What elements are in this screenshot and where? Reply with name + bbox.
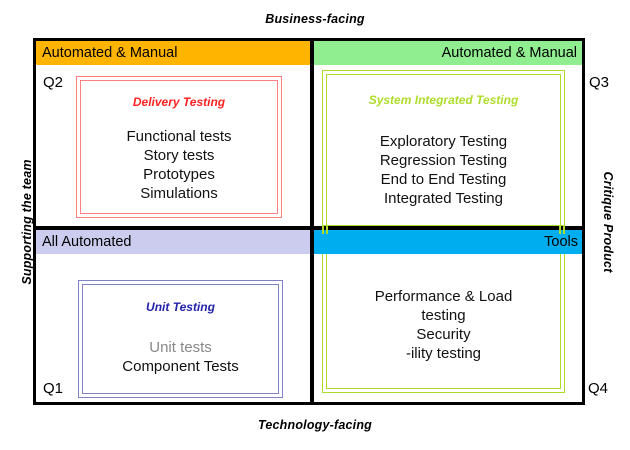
box-body-q3: Exploratory Testing Regression Testing E…	[322, 132, 565, 208]
box-title-q3: System Integrated Testing	[368, 93, 519, 107]
green-rail-right-outer	[563, 225, 565, 234]
list-item: Integrated Testing	[384, 190, 503, 207]
quadrant-tag-q3: Q3	[589, 74, 610, 91]
box-body-q1: Unit tests Component Tests	[78, 338, 283, 376]
list-item: Component Tests	[122, 358, 239, 375]
inner-box-q2: Delivery Testing Functional tests Story …	[76, 76, 282, 218]
list-item: Performance & Load	[374, 288, 513, 305]
quadrant-cell-q3	[314, 41, 582, 226]
list-item: Functional tests	[126, 128, 232, 145]
inner-box-q4: Performance & Load testing Security -ili…	[322, 225, 565, 393]
box-body-q4: Performance & Load testing Security -ili…	[322, 287, 565, 363]
green-rail-right-inner	[559, 225, 561, 234]
list-item: -ility testing	[405, 345, 482, 362]
box-body-q2: Functional tests Story tests Prototypes …	[76, 127, 282, 203]
list-item: Unit tests	[149, 339, 212, 356]
horizontal-divider	[36, 226, 582, 230]
list-item: testing	[421, 307, 466, 324]
list-item: Simulations	[140, 185, 218, 202]
band-label-q3: Automated & Manual	[314, 41, 582, 65]
list-item: Story tests	[143, 147, 215, 164]
inner-box-q4-outer-outline	[322, 225, 565, 393]
band-label-q1: All Automated	[36, 230, 310, 254]
list-item: Prototypes	[143, 166, 215, 183]
list-item: Exploratory Testing	[379, 133, 508, 150]
band-label-q4: Tools	[314, 230, 582, 254]
list-item: Regression Testing	[379, 152, 508, 169]
inner-box-q3: System Integrated Testing Exploratory Te…	[322, 70, 565, 230]
inner-box-q2-inner-outline	[80, 80, 278, 214]
vertical-divider	[310, 41, 314, 402]
axis-label-critique-product: Critique Product	[601, 171, 615, 273]
quadrant-cell-q2	[36, 41, 310, 226]
inner-box-q1-inner-outline	[82, 284, 279, 394]
green-rail-left-inner	[326, 225, 328, 234]
quadrant-tag-q4: Q4	[588, 380, 609, 397]
box-title-q2: Delivery Testing	[132, 95, 226, 109]
band-label-q2: Automated & Manual	[36, 41, 310, 65]
quadrant-tag-q2: Q2	[43, 74, 64, 91]
axis-label-technology-facing: Technology-facing	[257, 418, 373, 432]
quadrant-cell-q4	[314, 230, 582, 402]
agile-testing-quadrants-matrix: System Integrated Testing Exploratory Te…	[33, 38, 609, 405]
inner-box-q1-outer-outline	[78, 280, 283, 398]
axis-label-business-facing: Business-facing	[265, 12, 365, 26]
inner-box-q1: Unit Testing Unit tests Component Tests	[78, 280, 283, 398]
box-title-q1: Unit Testing	[146, 300, 215, 314]
list-item: Security	[416, 326, 471, 343]
green-rail-left-outer	[322, 225, 324, 234]
quadrant-tag-q1: Q1	[43, 380, 64, 397]
list-item: End to End Testing	[380, 171, 507, 188]
quadrant-cell-q1	[36, 230, 310, 402]
axis-label-supporting-the-team: Supporting the team	[20, 159, 34, 285]
inner-box-q2-outer-outline	[76, 76, 282, 218]
